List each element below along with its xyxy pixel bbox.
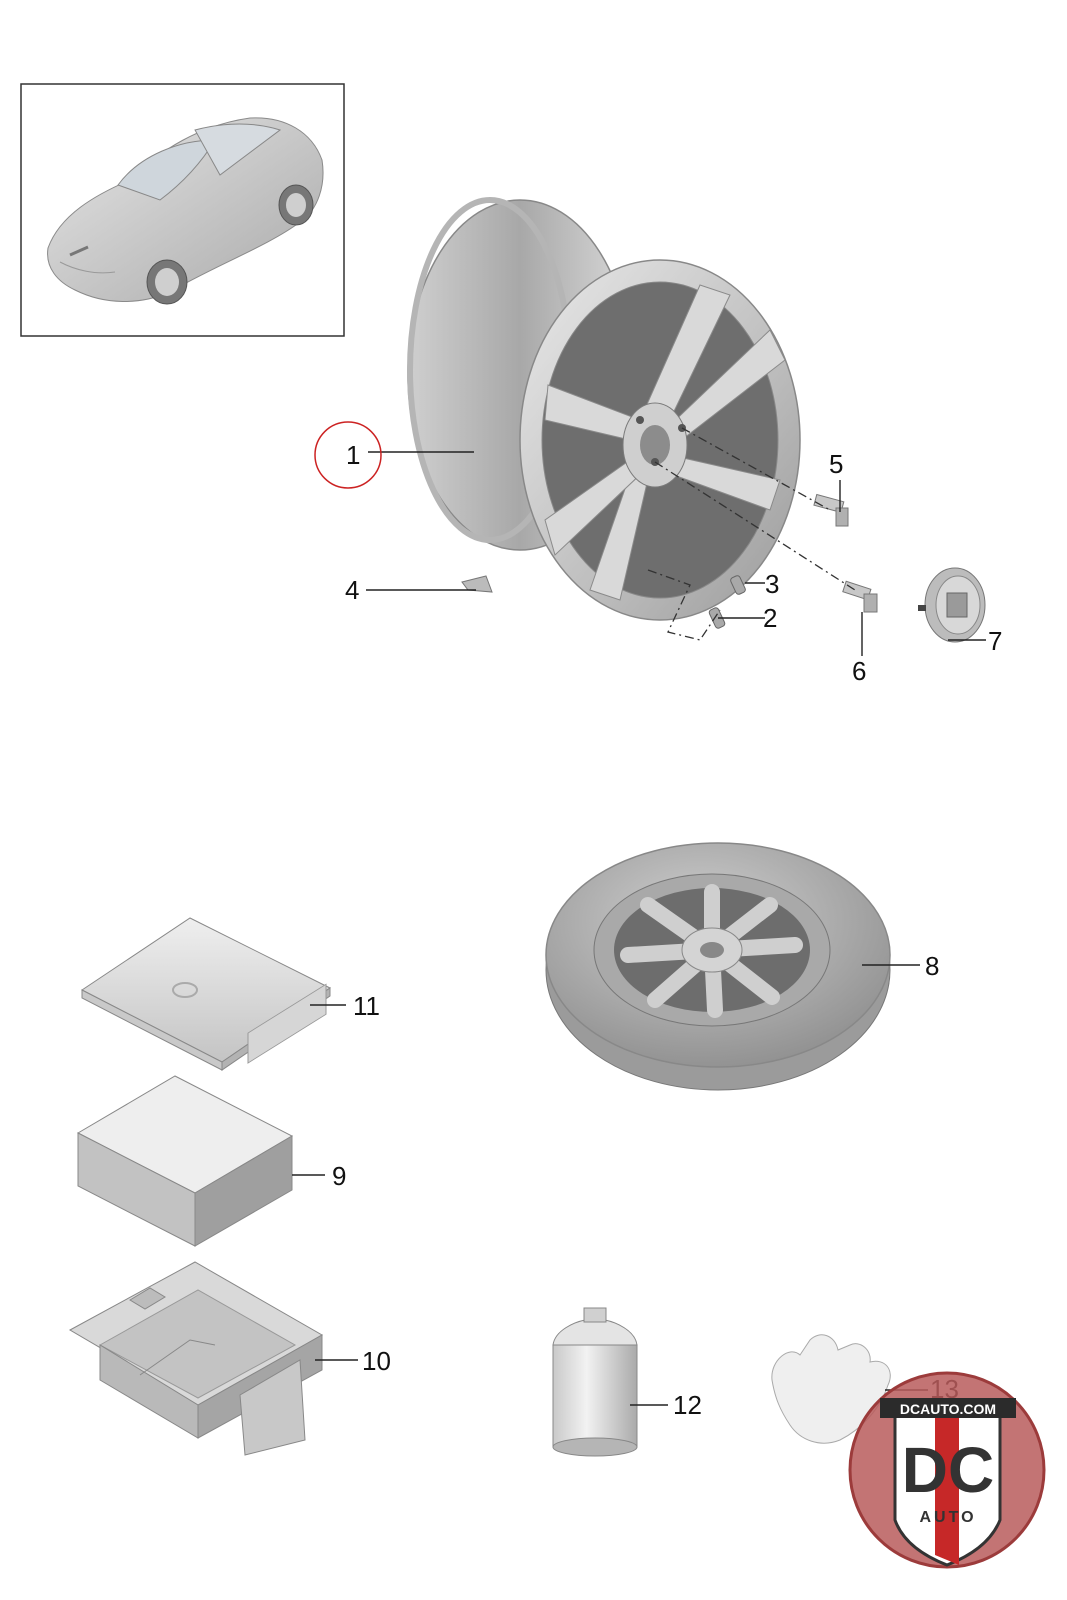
callout-9[interactable]: 9 — [332, 1161, 346, 1191]
dcauto-watermark: DCAUTO.COM DC AUTO — [848, 1371, 1046, 1569]
callout-leaders — [292, 451, 986, 1406]
center-cap — [918, 567, 986, 643]
spare-wheel — [545, 842, 891, 1091]
callout-4[interactable]: 4 — [345, 575, 359, 605]
callout-7[interactable]: 7 — [988, 626, 1002, 656]
car-illustration — [47, 117, 324, 305]
watermark-site: DCAUTO.COM — [900, 1401, 996, 1417]
tire-valve — [708, 575, 746, 629]
balance-weight — [461, 575, 493, 593]
assembly-lines — [647, 427, 856, 641]
gloves — [771, 1334, 891, 1444]
module-box — [76, 1075, 294, 1247]
callout-3[interactable]: 3 — [765, 569, 779, 599]
callout-12[interactable]: 12 — [673, 1390, 702, 1420]
watermark-monogram: DC — [902, 1434, 994, 1506]
callout-6[interactable]: 6 — [852, 656, 866, 686]
vehicle-thumbnail — [20, 83, 345, 337]
sealant-bottle — [552, 1307, 638, 1457]
callout-10[interactable]: 10 — [362, 1346, 391, 1376]
wheel-bolt-6 — [842, 580, 878, 613]
watermark-word: AUTO — [919, 1509, 976, 1526]
callout-11[interactable]: 11 — [353, 991, 380, 1021]
callout-5[interactable]: 5 — [829, 449, 843, 479]
callout-1-highlight-ring — [314, 421, 382, 489]
wheel-bolt-5 — [813, 493, 849, 527]
callout-1[interactable]: 1 — [346, 440, 360, 470]
control-unit — [81, 917, 331, 1071]
callout-2[interactable]: 2 — [763, 603, 777, 633]
mounting-bracket — [68, 1261, 324, 1456]
alloy-wheel — [407, 197, 801, 621]
callout-8[interactable]: 8 — [925, 951, 939, 981]
